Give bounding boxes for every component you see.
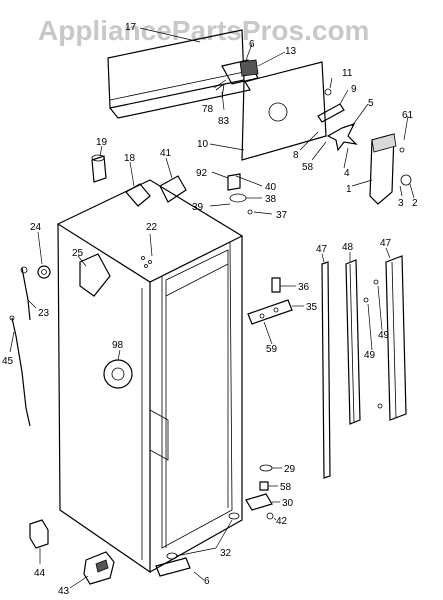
part-number-13: 13	[285, 46, 297, 57]
part-number-37: 37	[276, 210, 288, 221]
part-number-18: 18	[124, 153, 136, 164]
part-number-42: 42	[276, 516, 288, 527]
leveling-leg-part	[166, 512, 240, 560]
door-trim-left-part	[321, 253, 331, 479]
part-number-17: 17	[125, 22, 137, 33]
part-number-2: 2	[412, 198, 418, 209]
door-trim-center-part	[345, 252, 361, 425]
roller-part	[69, 551, 115, 589]
top-rail-part	[107, 27, 251, 119]
part-number-19: 19	[96, 137, 108, 148]
part-number-61: 61	[402, 110, 414, 121]
center-hinge-part	[247, 277, 304, 345]
part-number-32: 32	[220, 548, 232, 559]
part-number-38: 38	[265, 194, 277, 205]
part-number-23: 23	[38, 308, 50, 319]
hinge-pin-part	[20, 231, 51, 321]
door-stop-bar-part	[9, 315, 31, 427]
part-number-47-left: 47	[316, 244, 328, 255]
part-number-58-hinge: 58	[280, 482, 292, 493]
part-number-58-fan: 58	[302, 162, 314, 173]
part-number-30: 30	[282, 498, 294, 509]
part-number-24: 24	[30, 222, 42, 233]
thermostat-bracket-part	[77, 253, 111, 297]
part-number-6: 6	[249, 39, 255, 50]
part-number-98: 98	[112, 340, 124, 351]
part-number-11: 11	[342, 68, 353, 79]
part-number-22: 22	[146, 222, 158, 233]
fan-assembly-part	[299, 77, 369, 169]
part-number-1: 1	[346, 184, 352, 195]
part-number-29: 29	[284, 464, 296, 475]
part-number-59: 59	[266, 344, 278, 355]
cord-clip-part	[29, 519, 49, 564]
part-number-6-grille: 6	[204, 576, 210, 587]
evaporator-cover-part	[209, 61, 327, 161]
part-number-25: 25	[72, 248, 84, 259]
part-number-4: 4	[344, 168, 350, 179]
part-number-49-lower: 49	[364, 350, 376, 361]
part-number-48: 48	[342, 242, 354, 253]
air-duct-part	[351, 115, 415, 205]
watermark-text: AppliancePartsPros.com	[38, 15, 369, 46]
part-number-3: 3	[398, 198, 404, 209]
part-number-43: 43	[58, 586, 70, 597]
part-number-35: 35	[306, 302, 318, 313]
part-number-45: 45	[2, 356, 14, 367]
toe-grille-part	[155, 557, 205, 581]
control-bracket-part	[213, 43, 286, 111]
part-number-36: 36	[298, 282, 310, 293]
door-trim-right-part	[363, 247, 407, 421]
damper-part	[125, 157, 187, 207]
part-number-92: 92	[196, 168, 208, 179]
part-number-5: 5	[368, 98, 374, 109]
part-number-41: 41	[160, 148, 172, 159]
part-number-9: 9	[351, 84, 357, 95]
bottom-hinge-part	[245, 464, 282, 521]
part-number-83: 83	[218, 116, 230, 127]
part-number-49-upper: 49	[378, 330, 390, 341]
part-number-47-right: 47	[380, 238, 392, 249]
part-number-78: 78	[202, 104, 214, 115]
part-number-39: 39	[192, 202, 204, 213]
thermostat-part	[209, 171, 273, 215]
refrigerator-cabinet	[56, 179, 244, 574]
part-number-44: 44	[34, 568, 46, 579]
drain-part	[103, 349, 133, 389]
part-number-8: 8	[293, 150, 299, 161]
part-number-10: 10	[197, 139, 209, 150]
light-socket-part	[91, 145, 107, 183]
part-number-40: 40	[265, 182, 277, 193]
